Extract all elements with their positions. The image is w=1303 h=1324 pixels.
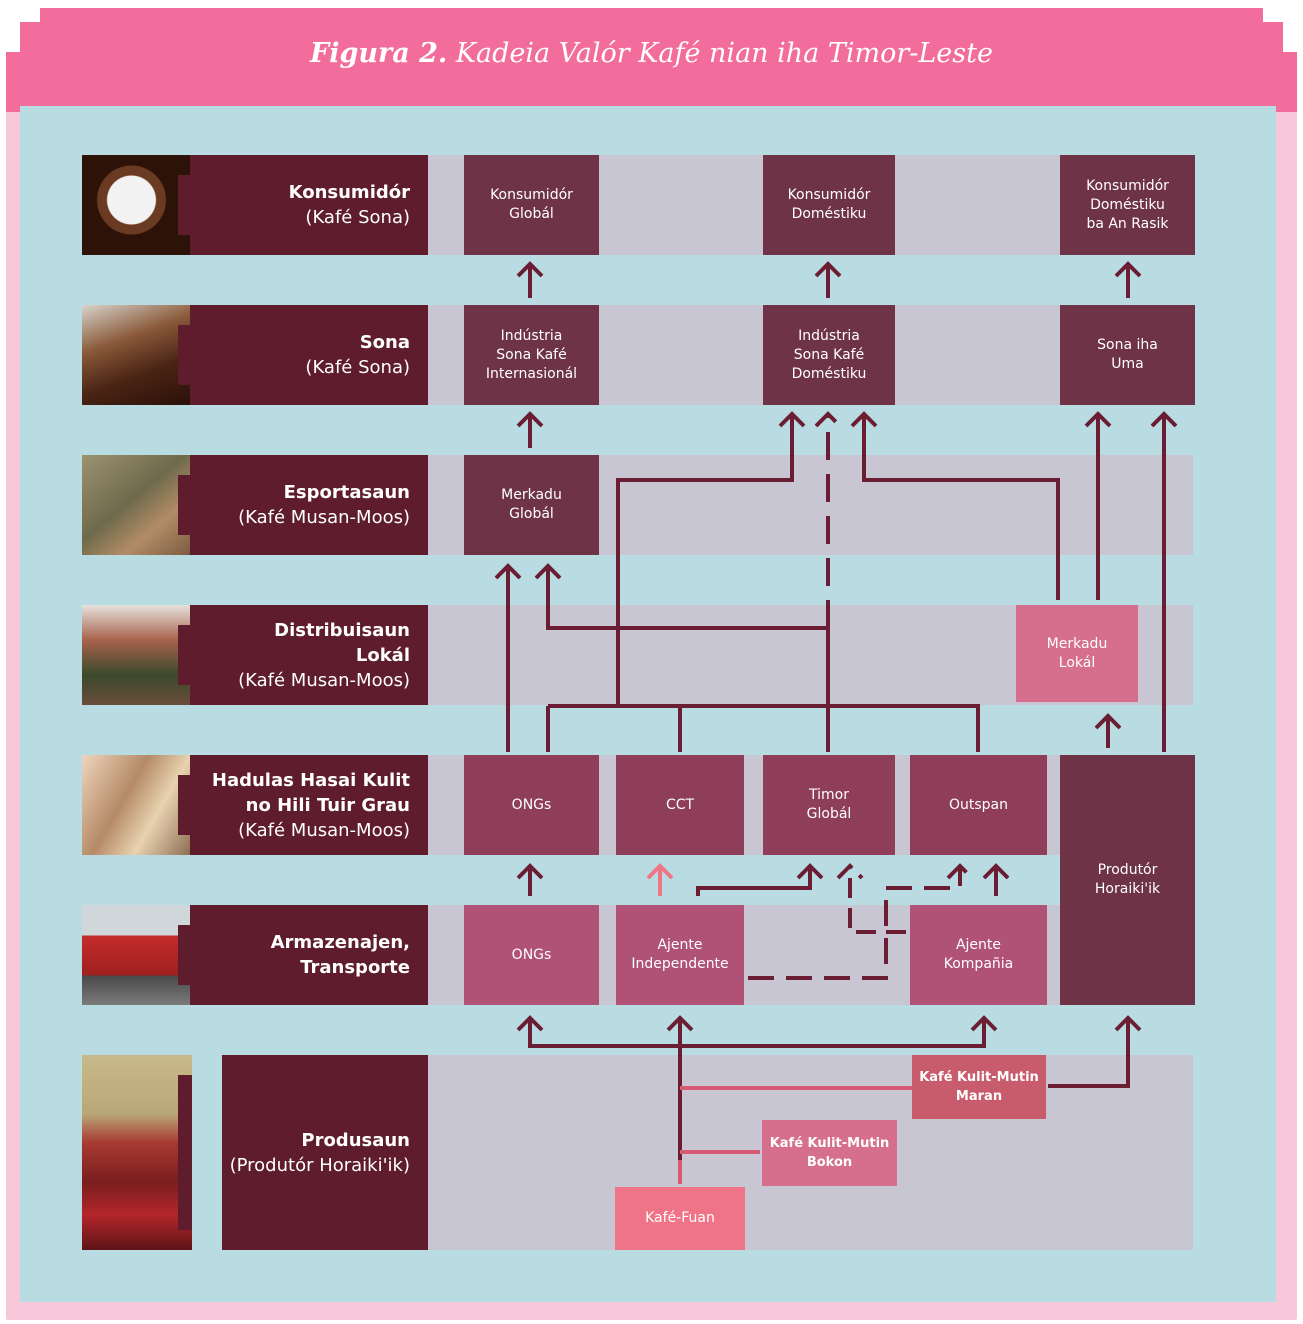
arrow-up-icon: [1084, 411, 1112, 600]
node-produtor-horaikiik: Produtór Horaiki'ik: [1060, 755, 1195, 1005]
corner-ornament: [6, 22, 20, 52]
arrow-up-icon: [516, 411, 544, 448]
row-title: Armazenajen, Transporte: [270, 932, 410, 978]
market-photo: [82, 605, 192, 705]
arrow-up-icon: [494, 563, 522, 752]
coffee-cup-photo: [82, 155, 192, 255]
row-label-processing: Hadulas Hasai Kulit no Hili Tuir Grau (K…: [190, 755, 428, 855]
row-label-production: Produsaun (Produtór Horaiki'ik): [222, 1055, 428, 1250]
green-bean-sack-photo: [82, 455, 192, 555]
arrow-up-icon: [814, 261, 842, 298]
node-ongs-processing: ONGs: [464, 755, 599, 855]
highlight-arrow-icon: [646, 863, 674, 896]
arrow-up-icon: [1114, 261, 1142, 298]
node-kafe-kulit-mutin-bokon: Kafé Kulit-Mutin Bokon: [762, 1120, 897, 1186]
arrow-up-icon: [616, 411, 806, 706]
row-subtitle: (Kafé Musan-Moos): [238, 507, 410, 528]
figure-title-prefix: Figura 2.: [310, 38, 448, 69]
row-title: Distribuisaun Lokál: [274, 619, 410, 666]
arrow-up-icon: [1150, 411, 1178, 752]
arrow-up-icon: [748, 863, 974, 980]
row-label-transport: Armazenajen, Transporte: [190, 905, 428, 1005]
node-ongs-transport: ONGs: [464, 905, 599, 1005]
row-title: Esportasaun: [283, 482, 410, 503]
node-sona-iha-uma: Sona iha Uma: [1060, 305, 1195, 405]
row-subtitle: (Kafé Musan-Moos): [238, 669, 410, 691]
arrow-up-icon: [836, 863, 906, 934]
corner-ornament: [1263, 8, 1297, 22]
node-outspan: Outspan: [910, 755, 1047, 855]
arrow-up-icon: [680, 1015, 998, 1048]
node-kafe-fuan: Kafé-Fuan: [615, 1187, 745, 1250]
node-kafe-kulit-mutin-maran: Kafé Kulit-Mutin Maran: [912, 1055, 1046, 1119]
node-cct: CCT: [616, 755, 744, 855]
row-title: Sona: [359, 332, 410, 353]
node-konsumidor-global: Konsumidór Globál: [464, 155, 599, 255]
arrow-up-icon: [814, 411, 842, 628]
node-merkadu-lokal: Merkadu Lokál: [1016, 605, 1138, 702]
arrow-up-icon: [666, 1015, 694, 1046]
node-konsumidor-an-rasik: Konsumidór Doméstiku ba An Rasik: [1060, 155, 1195, 255]
row-subtitle: (Kafé Sona): [305, 207, 410, 228]
arrow-up-icon: [850, 411, 1060, 600]
row-label-distribution: Distribuisaun Lokál (Kafé Musan-Moos): [190, 605, 428, 705]
node-konsumidor-domestiku: Konsumidór Doméstiku: [763, 155, 895, 255]
arrow-up-icon: [516, 261, 544, 298]
arrow-up-icon: [516, 1015, 682, 1180]
figure-header: Figura 2. Kadeia Valór Kafé nian iha Tim…: [6, 8, 1297, 112]
figure-title-text: Kadeia Valór Kafé nian iha Timor-Leste: [455, 38, 993, 69]
arrow-up-icon: [982, 863, 1010, 896]
roasted-beans-photo: [82, 305, 192, 405]
figure-title: Figura 2. Kadeia Valór Kafé nian iha Tim…: [6, 38, 1297, 69]
row-label-roasting: Sona (Kafé Sona): [190, 305, 428, 405]
node-ajente-independente: Ajente Independente: [616, 905, 744, 1005]
node-ajente-kompania: Ajente Kompañia: [910, 905, 1047, 1005]
row-title: Produsaun: [301, 1129, 410, 1151]
arrow-up-icon: [1094, 713, 1122, 748]
row-title: Hadulas Hasai Kulit no Hili Tuir Grau: [211, 769, 410, 816]
row-subtitle: (Produtór Horaiki'ik): [229, 1154, 410, 1176]
corner-ornament: [6, 8, 40, 22]
node-industria-domestiku: Indústria Sona Kafé Doméstiku: [763, 305, 895, 405]
node-timor-global: Timor Globál: [763, 755, 895, 855]
coffee-cherries-photo: [82, 1055, 192, 1250]
arrow-up-icon: [516, 863, 544, 896]
row-label-consumer: Konsumidór (Kafé Sona): [190, 155, 428, 255]
node-merkadu-global: Merkadu Globál: [464, 455, 599, 555]
truck-photo: [82, 905, 192, 1005]
node-industria-internasional: Indústria Sona Kafé Internasionál: [464, 305, 599, 405]
processing-photo: [82, 755, 192, 855]
row-subtitle: (Kafé Sona): [305, 357, 410, 378]
row-subtitle: (Kafé Musan-Moos): [238, 819, 410, 841]
row-label-export: Esportasaun (Kafé Musan-Moos): [190, 455, 428, 555]
arrow-up-icon: [1048, 1015, 1142, 1088]
row-title: Konsumidór: [288, 182, 410, 203]
corner-ornament: [1283, 22, 1297, 52]
arrow-up-icon: [696, 863, 824, 896]
